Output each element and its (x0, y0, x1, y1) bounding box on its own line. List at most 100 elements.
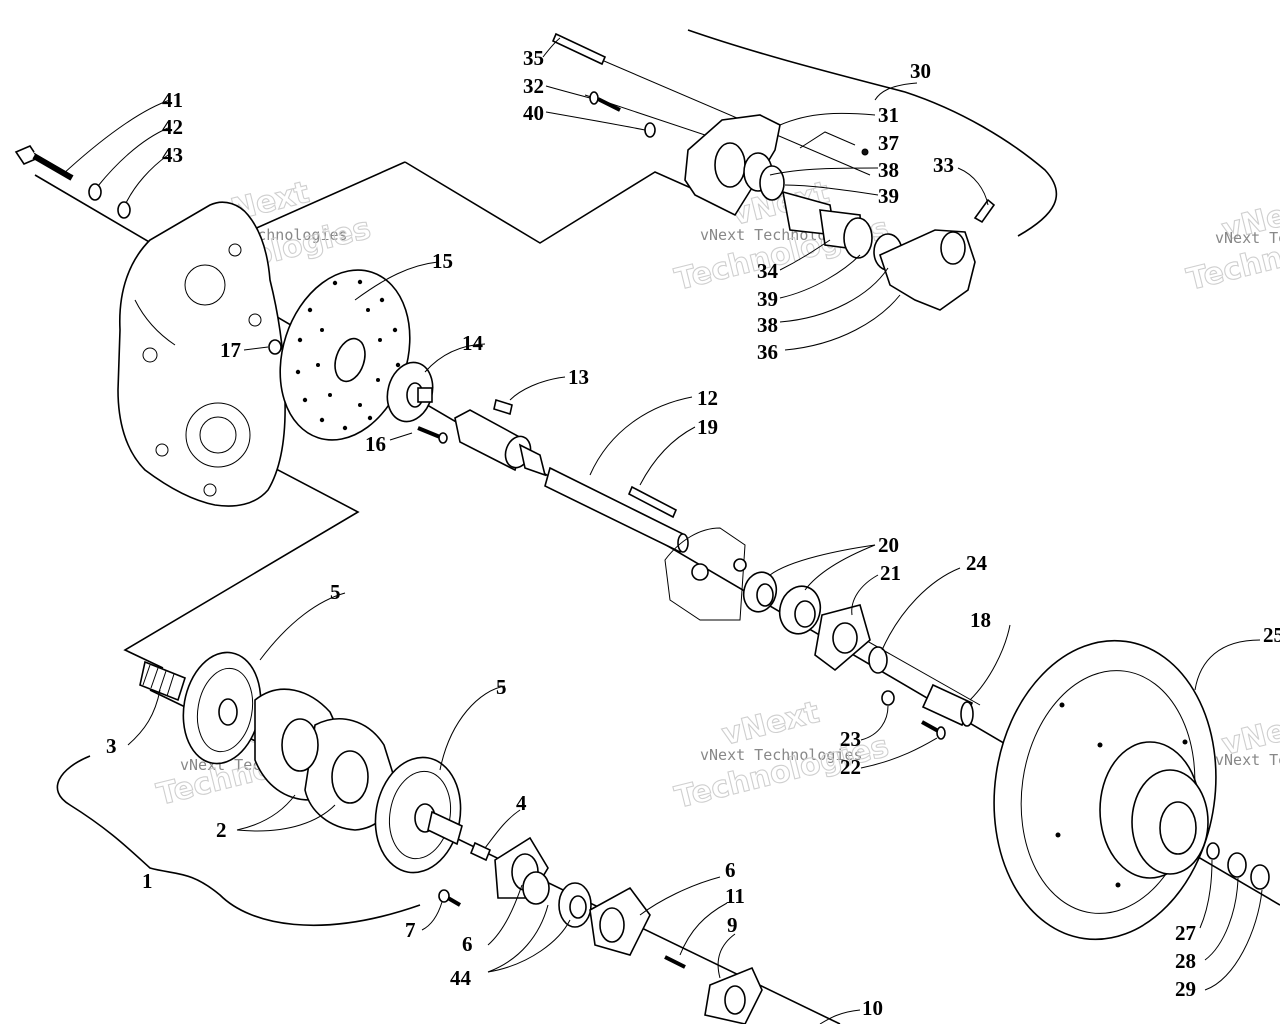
key-13 (493, 398, 513, 416)
housing-boss (733, 558, 747, 572)
callout-18: 18 (970, 608, 991, 632)
callout-32: 32 (523, 74, 544, 98)
bearing-plate-6b (589, 886, 651, 956)
callout-1: 1 (142, 869, 153, 893)
hub-flange-14 (386, 361, 434, 423)
callout-22: 22 (840, 755, 861, 779)
piston-39b (843, 217, 873, 259)
flange-21 (814, 604, 871, 672)
callout-39: 39 (878, 184, 899, 208)
sleeve-19 (627, 485, 678, 519)
watermark-brand: vNext (718, 695, 822, 753)
bleeder-33 (973, 198, 996, 224)
washer-42 (88, 183, 102, 201)
housing-bore-upper (184, 264, 226, 306)
callout-28: 28 (1175, 949, 1196, 973)
washer-43 (117, 201, 131, 219)
callout-40: 40 (523, 101, 544, 125)
bracket-9 (704, 966, 763, 1025)
washer-24 (868, 646, 888, 674)
housing-boss (142, 347, 158, 363)
callout-42: 42 (162, 115, 183, 139)
frame-line-top (404, 161, 701, 244)
brake-rotor-25 (993, 639, 1217, 941)
housing-bore-lower-inner (199, 416, 237, 454)
callout-2: 2 (216, 818, 227, 842)
housing-boss (248, 313, 262, 327)
callout-13: 13 (568, 365, 589, 389)
callout-34: 34 (757, 259, 779, 283)
callout-5a: 5 (330, 580, 341, 604)
callout-17: 17 (220, 338, 241, 362)
tube-12 (544, 466, 686, 554)
callout-21: 21 (880, 561, 901, 585)
driveshaft-12 (454, 398, 689, 554)
housing-rib (134, 299, 176, 346)
callout-41: 41 (162, 88, 183, 112)
callout-20: 20 (878, 533, 899, 557)
pin-35 (551, 32, 607, 66)
housing-boss (203, 483, 217, 497)
bolt-41 (14, 145, 74, 181)
watermark-company: vNext Technologies (1215, 751, 1280, 769)
bolt-32 (589, 91, 621, 112)
bolt-7 (438, 889, 462, 907)
housing-boss (155, 443, 169, 457)
callout-4: 4 (516, 791, 527, 815)
watermark-company: vNext Technologies (1215, 229, 1280, 247)
caliper-pin-axis (554, 39, 871, 176)
callout-16: 16 (365, 432, 386, 456)
callout-39b: 39 (757, 287, 778, 311)
sprocket-2 (254, 688, 396, 831)
callout-31: 31 (878, 103, 899, 127)
callout-38: 38 (878, 158, 899, 182)
bolt-16 (417, 426, 448, 444)
callout-6a: 6 (462, 932, 473, 956)
callout-10: 10 (862, 996, 883, 1020)
frame-line-mid (123, 449, 360, 669)
callout-labels: 41 42 43 15 17 14 16 13 12 19 20 21 24 1… (106, 46, 1280, 1020)
callout-14: 14 (462, 331, 484, 355)
callout-44: 44 (450, 966, 472, 990)
track-shaft-3 (139, 660, 186, 702)
bearing-20a (742, 571, 778, 613)
callout-12: 12 (697, 386, 718, 410)
callout-35: 35 (523, 46, 544, 70)
callout-33: 33 (933, 153, 954, 177)
callout-38b: 38 (757, 313, 778, 337)
spacer-18 (921, 683, 974, 727)
bearing-20b (778, 585, 822, 635)
bracket-30 (687, 29, 1058, 237)
housing-bore-lower (185, 402, 251, 468)
callout-9: 9 (727, 913, 738, 937)
callout-27: 27 (1175, 921, 1196, 945)
callout-15: 15 (432, 249, 453, 273)
idler-wheel-5b (374, 756, 463, 874)
pin-11 (664, 955, 686, 969)
washer-27 (1206, 842, 1220, 860)
washer-23 (881, 690, 895, 706)
callout-37: 37 (878, 131, 899, 155)
gearcase-housing (117, 201, 286, 507)
bearing-housing-plate (664, 527, 746, 621)
brake-disc-15 (279, 269, 411, 441)
callout-19: 19 (697, 415, 718, 439)
callout-7: 7 (405, 918, 416, 942)
washer-28 (1227, 852, 1247, 878)
clip-37 (861, 148, 869, 156)
housing-boss (228, 243, 242, 257)
callout-3: 3 (106, 734, 117, 758)
watermark-company: vNext Technologies (700, 746, 863, 764)
callout-25: 25 (1263, 623, 1280, 647)
callout-5b: 5 (496, 675, 507, 699)
callout-23: 23 (840, 727, 861, 751)
washer-40 (644, 122, 656, 138)
callout-29: 29 (1175, 977, 1196, 1001)
washer-29 (1250, 864, 1270, 890)
nut-17 (268, 339, 282, 355)
callout-11: 11 (725, 884, 745, 908)
leader-lines (61, 37, 1263, 1025)
callout-6b: 6 (725, 858, 736, 882)
housing-boss (691, 563, 709, 581)
